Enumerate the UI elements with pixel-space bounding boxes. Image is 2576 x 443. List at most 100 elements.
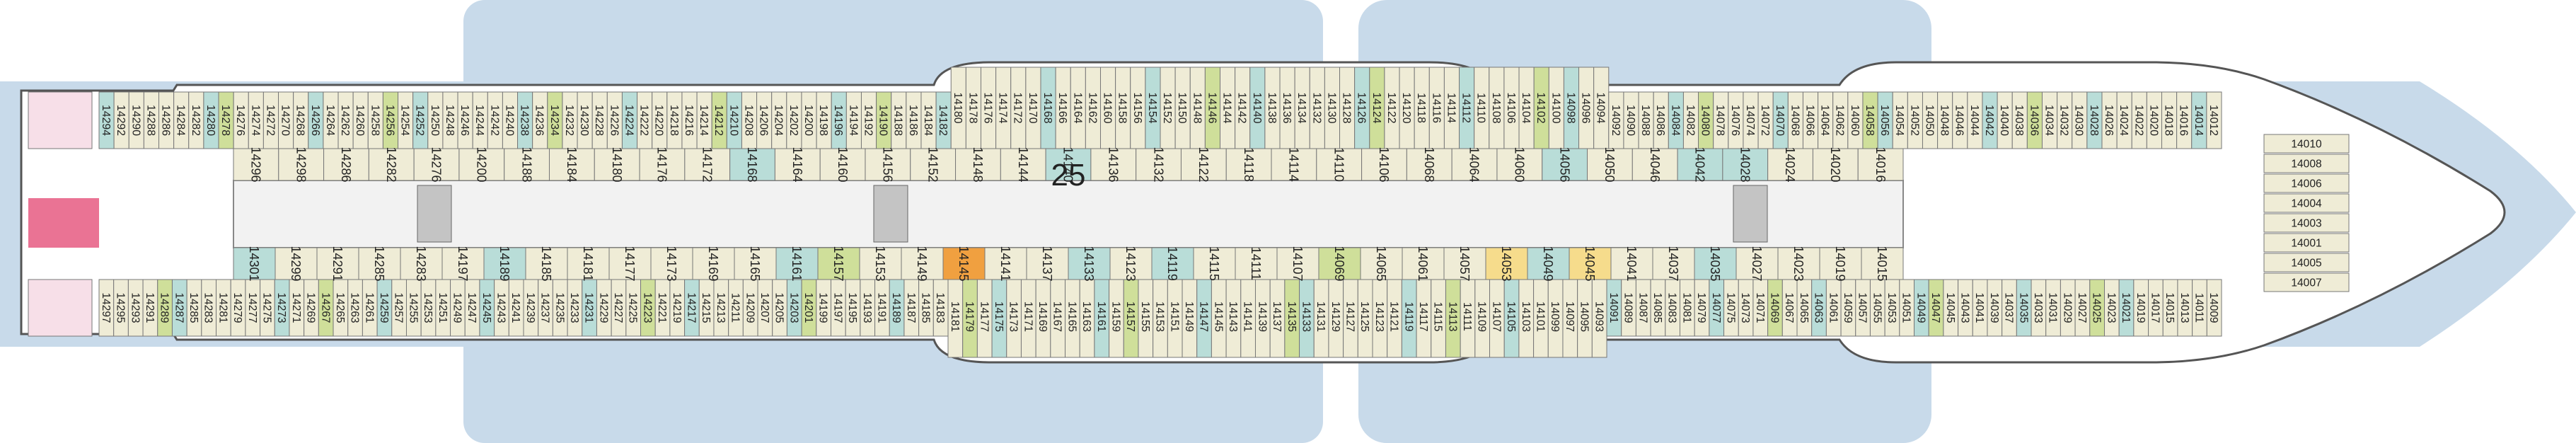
cabin-14263[interactable]: 14263 (347, 279, 363, 337)
cabin-14001[interactable]: 14001 (2263, 233, 2350, 253)
cabin-14123[interactable]: 14123 (1109, 246, 1153, 282)
cabin-14090[interactable]: 14090 (1623, 91, 1639, 149)
cabin-14298[interactable]: 14298 (278, 146, 325, 183)
cabin-14015[interactable]: 14015 (1861, 246, 1904, 282)
cabin-14028[interactable]: 14028 (1722, 146, 1769, 183)
cabin-14218[interactable]: 14218 (666, 91, 683, 149)
cabin-14042[interactable]: 14042 (1677, 146, 1723, 183)
cabin-14285[interactable]: 14285 (358, 246, 401, 282)
cabin-14032[interactable]: 14032 (2057, 91, 2073, 149)
cabin-14005[interactable]: 14005 (2263, 253, 2350, 272)
cabin-14158[interactable]: 14158 (1115, 67, 1131, 149)
cabin-14234[interactable]: 14234 (547, 91, 563, 149)
cabin-14014[interactable]: 14014 (2191, 91, 2207, 149)
cabin-14207[interactable]: 14207 (757, 279, 773, 337)
cabin-14165[interactable]: 14165 (1065, 275, 1080, 358)
cabin-14086[interactable]: 14086 (1653, 91, 1669, 149)
cabin-14196[interactable]: 14196 (831, 91, 847, 149)
cabin-14201[interactable]: 14201 (801, 279, 817, 337)
cabin-14041[interactable]: 14041 (1972, 279, 1988, 337)
cabin-14188[interactable]: 14188 (504, 146, 550, 183)
cabin-14016[interactable]: 14016 (2176, 91, 2193, 149)
cabin-14180[interactable]: 14180 (950, 67, 966, 149)
cabin-14131[interactable]: 14131 (1313, 275, 1329, 358)
cabin-14067[interactable]: 14067 (1781, 279, 1798, 337)
cabin-14106[interactable]: 14106 (1361, 146, 1407, 183)
cabin-14037[interactable]: 14037 (2002, 279, 2017, 337)
cabin-14190[interactable]: 14190 (876, 91, 892, 149)
cabin-14227[interactable]: 14227 (611, 279, 627, 337)
cabin-14136[interactable]: 14136 (1090, 146, 1137, 183)
cabin-14106[interactable]: 14106 (1503, 67, 1520, 149)
cabin-14070[interactable]: 14070 (1772, 91, 1789, 149)
cabin-14200[interactable]: 14200 (458, 146, 505, 183)
cabin-14268[interactable]: 14268 (293, 91, 309, 149)
cabin-14140[interactable]: 14140 (1045, 146, 1092, 183)
cabin-14037[interactable]: 14037 (1652, 246, 1695, 282)
cabin-14058[interactable]: 14058 (1862, 91, 1878, 149)
cabin-14211[interactable]: 14211 (728, 279, 744, 337)
cabin-14295[interactable]: 14295 (113, 279, 129, 337)
cabin-14287[interactable]: 14287 (171, 279, 187, 337)
cabin-14034[interactable]: 14034 (2041, 91, 2058, 149)
cabin-14132[interactable]: 14132 (1309, 67, 1325, 149)
cabin-14089[interactable]: 14089 (1621, 279, 1636, 337)
cabin-14061[interactable]: 14061 (1402, 246, 1445, 282)
cabin-14138[interactable]: 14138 (1264, 67, 1281, 149)
cabin-14161[interactable]: 14161 (775, 246, 819, 282)
cabin-14141[interactable]: 14141 (984, 246, 1027, 282)
cabin-14098[interactable]: 14098 (1563, 67, 1580, 149)
cabin-14147[interactable]: 14147 (1196, 275, 1212, 358)
cabin-14189[interactable]: 14189 (483, 246, 526, 282)
cabin-14256[interactable]: 14256 (382, 91, 399, 149)
cabin-14082[interactable]: 14082 (1682, 91, 1699, 149)
cabin-14159[interactable]: 14159 (1109, 275, 1124, 358)
cabin-14006[interactable]: 14006 (2263, 173, 2350, 193)
cabin-14193[interactable]: 14193 (860, 279, 876, 337)
cabin-14091[interactable]: 14091 (1606, 279, 1622, 337)
cabin-14050[interactable]: 14050 (1587, 146, 1633, 183)
cabin-14262[interactable]: 14262 (337, 91, 354, 149)
cabin-14119[interactable]: 14119 (1401, 275, 1417, 358)
cabin-14056[interactable]: 14056 (1542, 146, 1588, 183)
cabin-14085[interactable]: 14085 (1650, 279, 1666, 337)
cabin-14060[interactable]: 14060 (1847, 91, 1864, 149)
cabin-14222[interactable]: 14222 (637, 91, 653, 149)
cabin-14278[interactable]: 14278 (218, 91, 234, 149)
cabin-14208[interactable]: 14208 (741, 91, 758, 149)
cabin-14110[interactable]: 14110 (1316, 147, 1363, 182)
cabin-14060[interactable]: 14060 (1496, 146, 1543, 183)
cabin-14247[interactable]: 14247 (464, 279, 480, 337)
cabin-14128[interactable]: 14128 (1339, 67, 1356, 149)
cabin-14132[interactable]: 14132 (1136, 146, 1182, 183)
cabin-14012[interactable]: 14012 (2206, 91, 2222, 149)
cabin-14272[interactable]: 14272 (262, 91, 279, 149)
cabin-14206[interactable]: 14206 (756, 91, 773, 149)
cabin-14065[interactable]: 14065 (1360, 246, 1403, 282)
cabin-14008[interactable]: 14008 (2263, 154, 2350, 173)
cabin-14259[interactable]: 14259 (376, 279, 393, 337)
cabin-14059[interactable]: 14059 (1840, 279, 1856, 337)
cabin-14125[interactable]: 14125 (1357, 275, 1373, 358)
cabin-14061[interactable]: 14061 (1825, 279, 1842, 337)
cabin-14199[interactable]: 14199 (816, 279, 831, 337)
cabin-14050[interactable]: 14050 (1922, 91, 1939, 149)
cabin-14191[interactable]: 14191 (874, 279, 890, 337)
cabin-14057[interactable]: 14057 (1443, 246, 1486, 282)
cabin-14152[interactable]: 14152 (910, 146, 957, 183)
cabin-14294[interactable]: 14294 (98, 91, 115, 149)
cabin-14179[interactable]: 14179 (962, 275, 978, 358)
cabin-14099[interactable]: 14099 (1547, 275, 1564, 358)
cabin-14133[interactable]: 14133 (1299, 275, 1315, 358)
cabin-14160[interactable]: 14160 (1099, 67, 1116, 149)
cabin-14149[interactable]: 14149 (1182, 275, 1198, 358)
cabin-14027[interactable]: 14027 (1735, 246, 1779, 282)
cabin-14162[interactable]: 14162 (1085, 67, 1101, 149)
cabin-14114[interactable]: 14114 (1271, 147, 1317, 182)
cabin-14186[interactable]: 14186 (906, 91, 922, 149)
cabin-14168[interactable]: 14168 (729, 146, 775, 183)
cabin-14049[interactable]: 14049 (1914, 279, 1929, 337)
cabin-14261[interactable]: 14261 (362, 279, 378, 337)
cabin-14280[interactable]: 14280 (203, 91, 219, 149)
cabin-14118[interactable]: 14118 (1225, 147, 1272, 182)
